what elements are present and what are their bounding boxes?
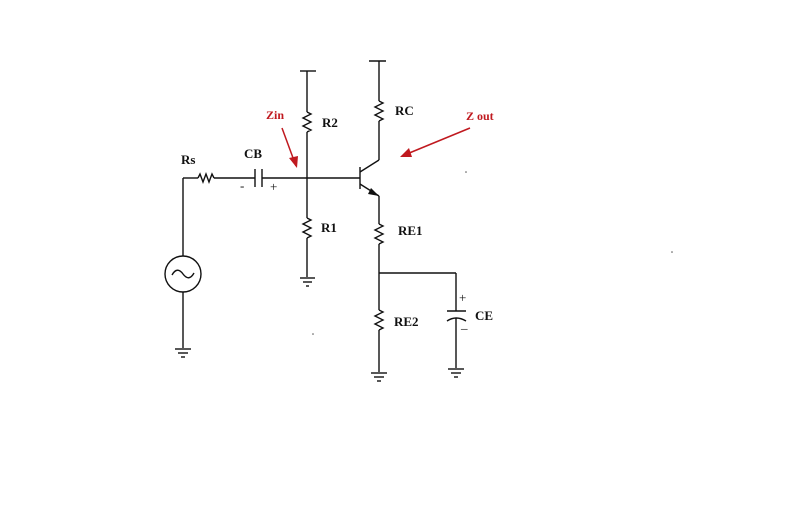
label-re2: RE2 bbox=[394, 314, 419, 329]
cb-plus-sign: + bbox=[270, 179, 277, 194]
re2-ground bbox=[371, 372, 387, 382]
capacitor-cb bbox=[254, 169, 307, 187]
label-ce: CE bbox=[475, 308, 493, 323]
zin-arrow bbox=[281, 127, 298, 168]
label-r2: R2 bbox=[322, 115, 338, 130]
r1-ground bbox=[300, 277, 315, 287]
ce-plus-sign: + bbox=[459, 290, 466, 305]
label-rc: RC bbox=[395, 103, 414, 118]
resistor-rc bbox=[369, 60, 386, 160]
label-zout: Z out bbox=[466, 109, 494, 123]
label-re1: RE1 bbox=[398, 223, 423, 238]
label-zin: Zin bbox=[266, 108, 284, 122]
resistor-re1 bbox=[373, 196, 385, 273]
transistor bbox=[359, 159, 380, 197]
ce-ground bbox=[448, 368, 464, 378]
label-r1: R1 bbox=[321, 220, 337, 235]
resistor-rs bbox=[183, 172, 255, 184]
source-ground bbox=[175, 348, 191, 358]
stray-dot bbox=[465, 171, 467, 173]
cb-minus-sign: - bbox=[240, 178, 244, 193]
resistor-re2 bbox=[373, 273, 385, 372]
label-cb: CB bbox=[244, 146, 262, 161]
ce-branch bbox=[379, 272, 467, 368]
zout-arrow bbox=[400, 127, 471, 157]
stray-dot bbox=[312, 333, 314, 335]
ac-source bbox=[164, 178, 202, 348]
label-rs: Rs bbox=[181, 152, 195, 167]
ce-minus-sign: _ bbox=[460, 316, 468, 331]
resistor-r2 bbox=[300, 70, 316, 178]
stray-dot bbox=[671, 251, 673, 253]
resistor-r1 bbox=[301, 178, 313, 277]
